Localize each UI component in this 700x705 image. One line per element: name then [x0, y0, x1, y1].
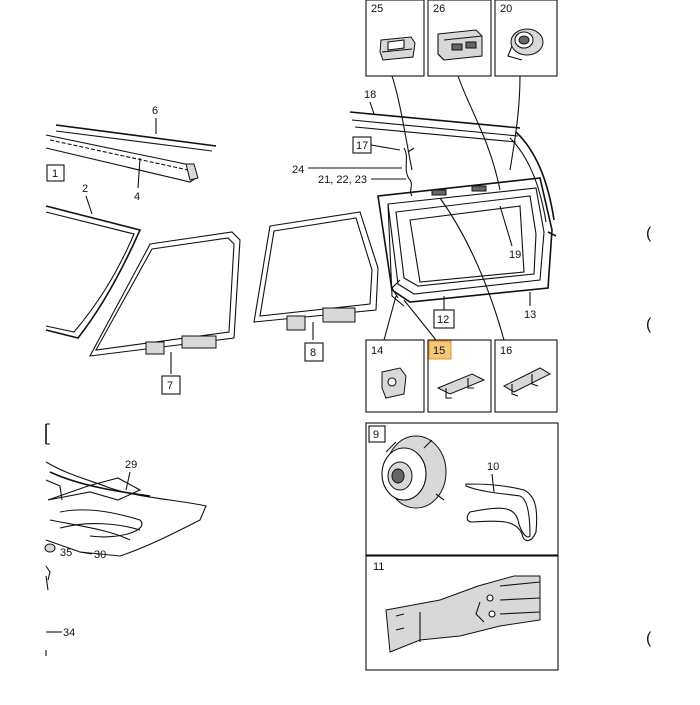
label-box-7 — [161, 375, 181, 395]
side-window-8[interactable] — [253, 211, 379, 331]
label-2: 2 — [82, 183, 88, 195]
edge-glyph-3: ( — [646, 630, 652, 647]
label-29: 29 — [125, 459, 137, 471]
detail-box-11[interactable] — [365, 555, 559, 671]
rail-18[interactable] — [349, 111, 521, 143]
side-window-7[interactable] — [89, 231, 241, 357]
label-14: 14 — [371, 345, 383, 357]
label-16: 16 — [500, 345, 512, 357]
label-9: 9 — [373, 429, 379, 441]
label-25: 25 — [371, 3, 383, 15]
detail-box-25[interactable] — [365, 0, 425, 77]
label-15: 15 — [433, 345, 445, 357]
label-30: 30 — [94, 549, 106, 561]
leader-20 — [509, 75, 521, 171]
wire-clip-10[interactable] — [465, 483, 538, 542]
detail-box-26[interactable] — [427, 0, 492, 77]
label-34: 34 — [63, 627, 75, 639]
floor-panel-29[interactable] — [45, 461, 207, 557]
label-1: 1 — [52, 168, 58, 180]
detail-box-14[interactable] — [365, 339, 425, 413]
detail-box-9[interactable] — [365, 422, 559, 556]
label-box-8 — [304, 342, 324, 362]
label-8: 8 — [310, 347, 316, 359]
label-18: 18 — [364, 89, 376, 101]
leader-26 — [457, 75, 501, 191]
label-box-9 — [368, 425, 386, 443]
label-24: 24 — [292, 164, 304, 176]
edge-glyph-1: ( — [646, 225, 652, 242]
windshield-glass-2[interactable] — [45, 205, 142, 339]
leader-25 — [391, 75, 413, 171]
label-35: 35 — [60, 547, 72, 559]
label-20: 20 — [500, 3, 512, 15]
grommet-35[interactable] — [44, 543, 56, 553]
molding-4[interactable] — [45, 134, 199, 183]
label-19: 19 — [509, 249, 521, 261]
label-26: 26 — [433, 3, 445, 15]
label-13: 13 — [524, 309, 536, 321]
label-10: 10 — [487, 461, 499, 473]
edge-glyph-2: ( — [646, 316, 652, 333]
label-17: 17 — [356, 140, 368, 152]
cable-21-22-23[interactable] — [403, 147, 415, 197]
label-12: 12 — [437, 314, 449, 326]
detail-box-16[interactable] — [494, 339, 558, 413]
tailgate-frame-12-13[interactable] — [377, 177, 557, 307]
highlight-15 — [428, 340, 452, 360]
label-21-22-23: 21, 22, 23 — [318, 174, 367, 186]
detail-box-20[interactable] — [494, 0, 558, 77]
seal-strip-6[interactable] — [55, 124, 217, 152]
label-6: 6 — [152, 105, 158, 117]
label-7: 7 — [167, 380, 173, 392]
label-box-1 — [46, 164, 65, 182]
label-11: 11 — [373, 561, 384, 573]
label-4: 4 — [134, 191, 140, 203]
tailgate-edge — [515, 131, 555, 221]
